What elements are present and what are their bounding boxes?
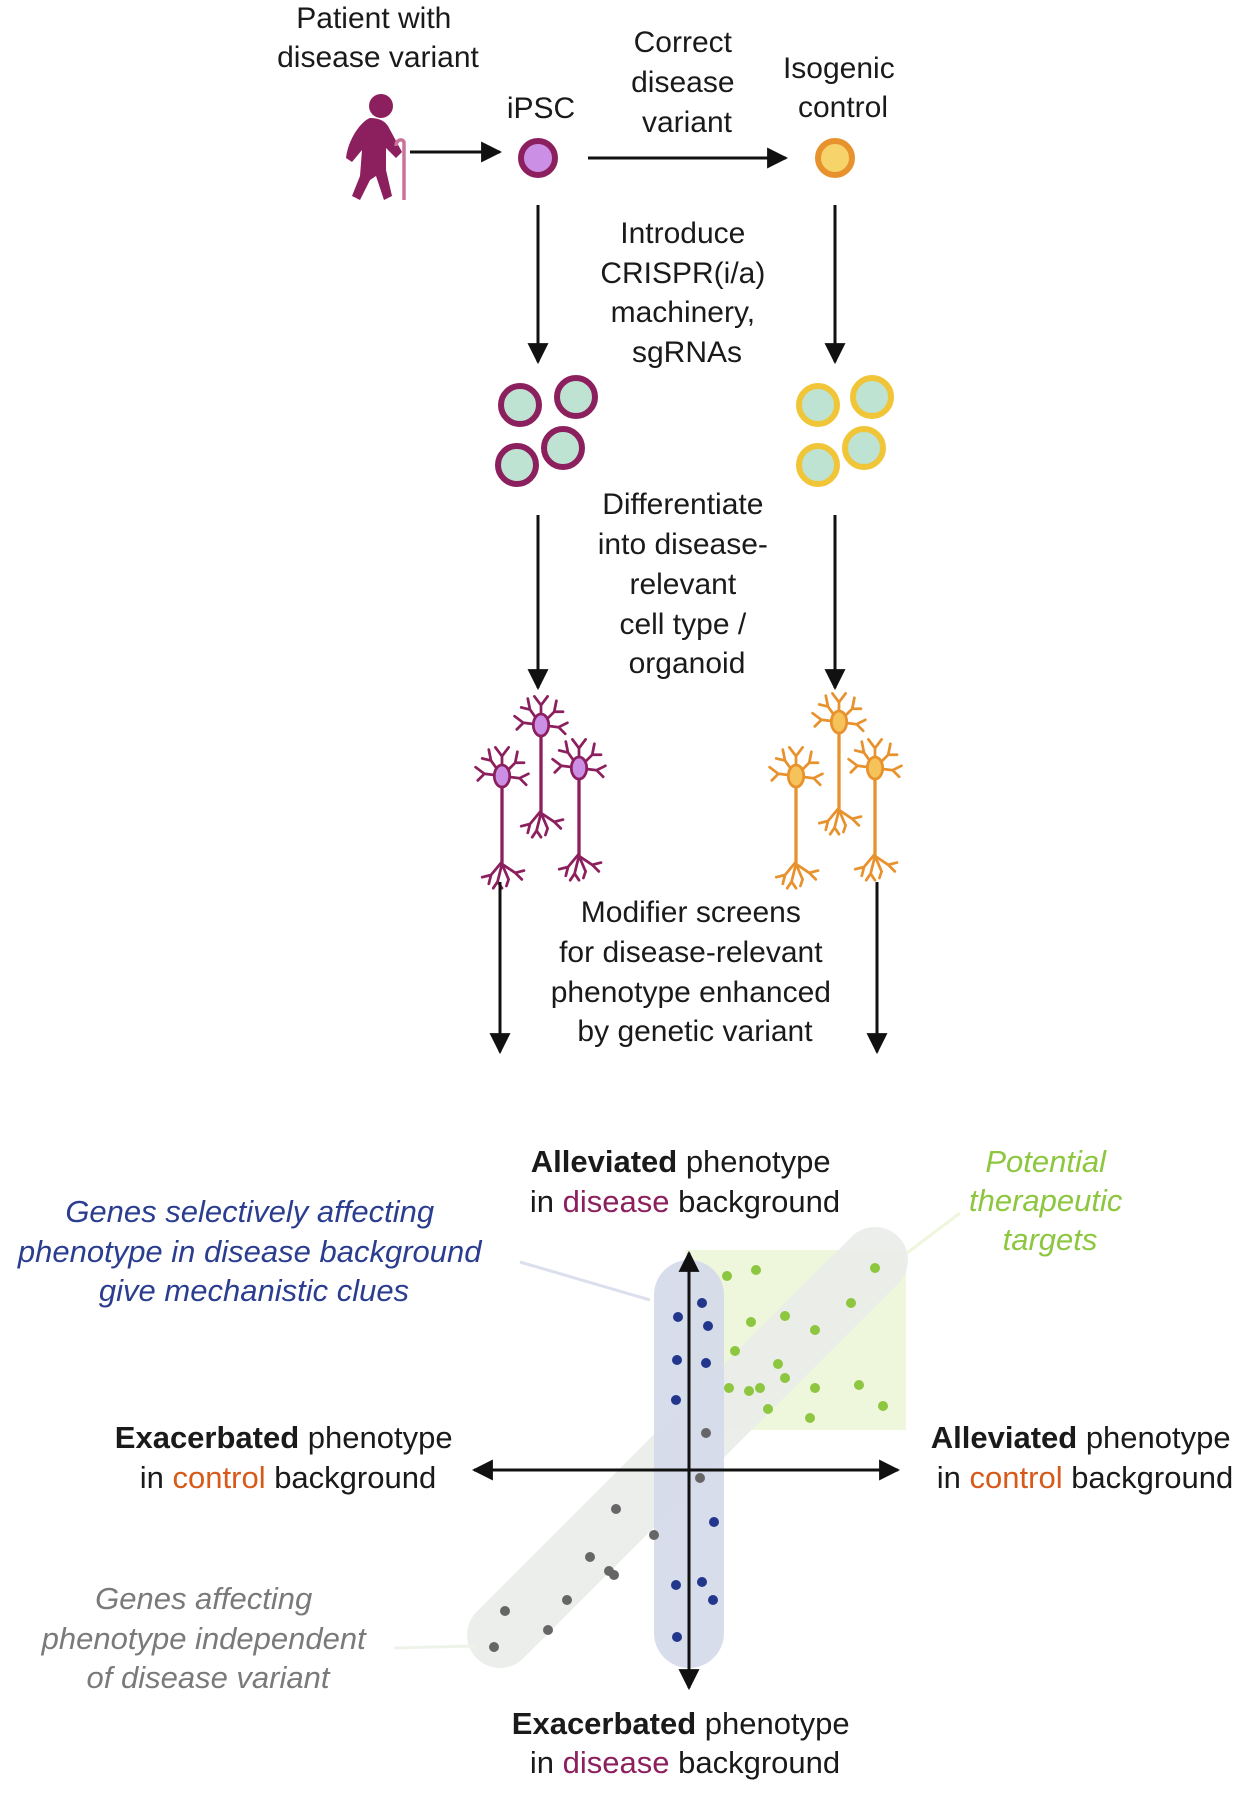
- selective-gene-dots: [671, 1298, 719, 1642]
- bottom-axis-label: Exacerbated phenotype in disease backgro…: [512, 1706, 858, 1780]
- isogenic-cell-icon: [815, 138, 855, 178]
- independent-genes-note: Genes affecting phenotype independent of…: [41, 1581, 375, 1695]
- mechanistic-clues-note: Genes selectively affecting phenotype in…: [17, 1194, 490, 1308]
- isogenic-label: Isogenic control: [783, 52, 903, 124]
- therapeutic-targets-note: Potential therapeutic targets: [969, 1144, 1131, 1257]
- right-axis-label: Alleviated phenotype in control backgrou…: [931, 1420, 1240, 1495]
- edited-cells-icon: [796, 375, 894, 487]
- therapeutic-target-dots: [722, 1263, 888, 1423]
- introduce-crispr-label: Introduce CRISPR(i/a) machinery, sgRNAs: [600, 217, 773, 369]
- top-axis-label: Alleviated phenotype in disease backgrou…: [530, 1144, 840, 1219]
- independent-gene-dots: [489, 1428, 711, 1652]
- neuron-icon: [767, 691, 904, 890]
- differentiate-label: Differentiate into disease- relevant cel…: [598, 488, 776, 680]
- left-axis-label: Exacerbated phenotype in control backgro…: [115, 1420, 461, 1495]
- patient-label: Patient with disease variant: [277, 2, 479, 74]
- elderly-patient-icon: [346, 94, 406, 200]
- modifier-screens-label: Modifier screens for disease-relevant ph…: [551, 896, 840, 1048]
- neuron-icon: [473, 694, 608, 890]
- ipsc-label: iPSC: [507, 92, 575, 125]
- edited-cells-icon: [495, 375, 598, 487]
- correct-variant-label: Correct disease variant: [631, 26, 743, 139]
- ipsc-cell-icon: [518, 138, 558, 178]
